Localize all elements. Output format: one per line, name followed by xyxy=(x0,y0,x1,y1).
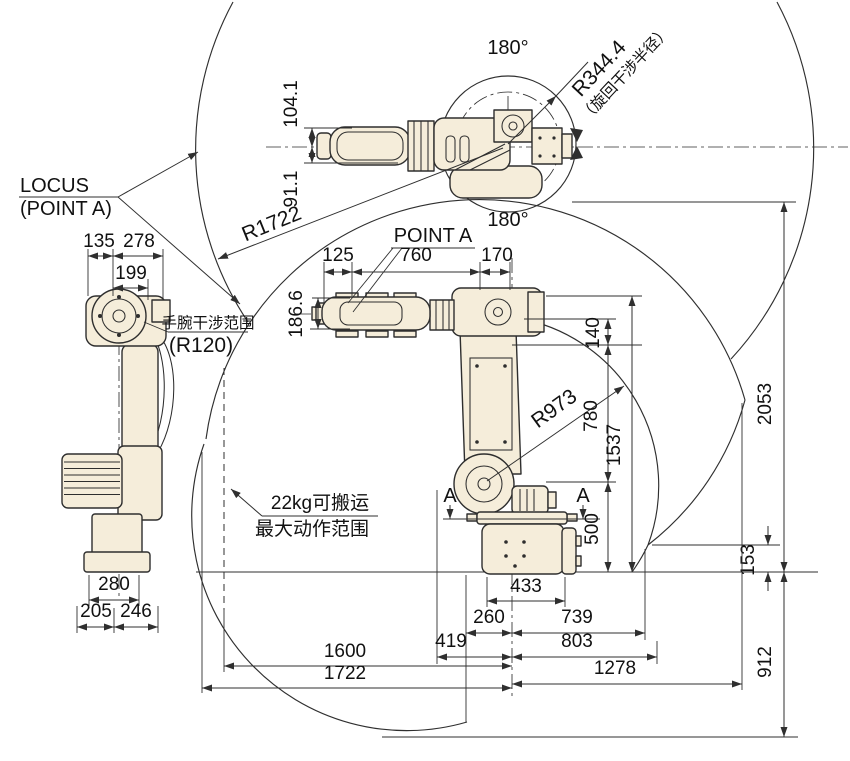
top-view: 104.1 91.1 180° 180° R344.4 （旋回干涉半径） R17… xyxy=(19,1,848,360)
locus-arc-right xyxy=(730,1,815,360)
section-marker-right: A xyxy=(576,485,590,507)
top-view-dimensions: 104.1 91.1 xyxy=(281,80,398,207)
dim-760: 760 xyxy=(400,245,432,266)
label-point-a: POINT A xyxy=(394,225,473,247)
dim-91-1: 91.1 xyxy=(281,171,302,208)
label-locus-line2: (POINT A) xyxy=(20,198,112,220)
swing-radius-callout: R344.4 （旋回干涉半径） xyxy=(507,22,674,145)
point-a-callout: POINT A xyxy=(347,225,475,313)
dim-199: 199 xyxy=(115,263,147,284)
dim-125: 125 xyxy=(322,245,354,266)
label-locus-line1: LOCUS xyxy=(20,175,89,197)
dim-205: 205 xyxy=(80,601,112,622)
payload-note: 22kg可搬运 最大动作范围 xyxy=(230,488,378,540)
dim-280: 280 xyxy=(98,574,130,595)
label-payload-line2: 最大动作范围 xyxy=(255,518,369,540)
envelope-notch-arc xyxy=(647,399,746,546)
dim-186-6: 186.6 xyxy=(286,290,307,338)
dim-140: 140 xyxy=(583,317,604,349)
wrist-interference-callout: 手腕干涉范围 (R120) xyxy=(143,314,255,357)
sweep-arrow-lower xyxy=(570,146,583,160)
dim-1537: 1537 xyxy=(604,424,625,466)
envelope-main-arc xyxy=(205,199,746,440)
dim-260: 260 xyxy=(473,607,505,628)
dim-419: 419 xyxy=(435,631,467,652)
dim-246: 246 xyxy=(120,601,152,622)
dim-1600: 1600 xyxy=(324,641,366,662)
dim-780: 780 xyxy=(581,400,602,432)
locus-arc-left xyxy=(195,1,249,323)
envelope-inner-arc-lower xyxy=(631,544,649,573)
locus-label: LOCUS (POINT A) xyxy=(19,151,241,305)
label-payload-line1: 22kg可搬运 xyxy=(271,492,369,514)
label-wrist-note-line1: 手腕干涉范围 xyxy=(161,314,254,332)
label-angle-bottom: 180° xyxy=(487,209,528,231)
dim-803: 803 xyxy=(561,631,593,652)
section-marker-left: A xyxy=(443,485,457,507)
label-wrist-note-line2: (R120) xyxy=(169,334,233,357)
label-arm-radius: R973 xyxy=(527,385,581,433)
dim-135: 135 xyxy=(83,231,115,252)
label-locus-radius: R1722 xyxy=(239,202,305,247)
envelope-inner-arc-upper xyxy=(516,317,660,546)
front-view-dimensions: 125 760 170 186.6 140 780 500 1537 2053 xyxy=(201,201,796,737)
dim-278: 278 xyxy=(123,231,155,252)
dim-500: 500 xyxy=(582,513,603,545)
section-markers: A A xyxy=(443,485,600,520)
dim-1278: 1278 xyxy=(594,658,636,679)
front-view-robot xyxy=(311,287,582,575)
side-view-dimensions: 135 278 199 280 205 246 xyxy=(76,231,164,633)
dim-2053: 2053 xyxy=(755,383,776,425)
side-view: 135 278 199 280 205 246 手腕干涉范围 (R120) xyxy=(61,231,255,633)
dim-104-1: 104.1 xyxy=(281,80,302,128)
dim-433: 433 xyxy=(510,576,542,597)
side-view-robot xyxy=(61,288,175,573)
dim-739: 739 xyxy=(561,607,593,628)
front-view: A A POINT A 22kg可搬运 最大动作范围 R973 xyxy=(201,201,796,737)
dim-1722: 1722 xyxy=(324,663,366,684)
top-view-robot xyxy=(316,109,573,199)
sweep-arrow-upper xyxy=(570,128,583,142)
dim-912: 912 xyxy=(755,646,776,678)
dim-170: 170 xyxy=(481,245,513,266)
label-angle-top: 180° xyxy=(487,37,528,59)
dim-153: 153 xyxy=(738,544,759,576)
